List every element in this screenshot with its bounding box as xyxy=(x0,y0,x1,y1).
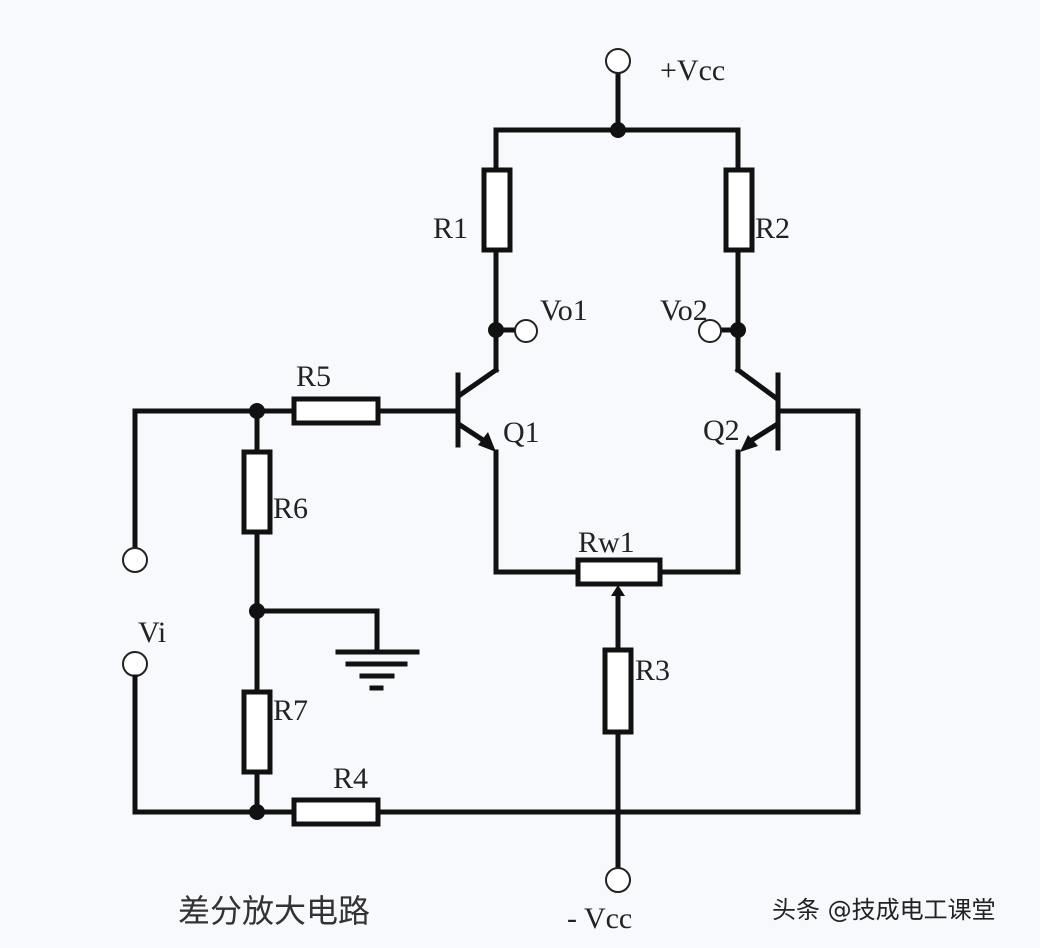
r6-label: R6 xyxy=(273,492,308,525)
vo2-label: Vo2 xyxy=(660,294,708,327)
watermark: 头条 @技成电工课堂 xyxy=(772,896,996,924)
resistor-r6 xyxy=(241,403,273,693)
q1-label: Q1 xyxy=(503,416,540,449)
vcc-positive-terminal xyxy=(605,48,631,133)
resistor-r2 xyxy=(723,167,755,348)
vo2-terminal xyxy=(698,319,746,343)
r2-label: R2 xyxy=(755,212,790,245)
resistor-r4 xyxy=(291,797,381,827)
r1-label: R1 xyxy=(433,212,468,245)
transistor-q1 xyxy=(455,342,500,575)
potentiometer-rw1 xyxy=(493,557,741,596)
resistor-r7 xyxy=(241,689,273,820)
q2-label: Q2 xyxy=(703,414,740,447)
resistor-r5 xyxy=(132,396,459,426)
vo1-label: Vo1 xyxy=(540,294,588,327)
vcc-negative-terminal xyxy=(605,867,631,893)
vi-input-terminals xyxy=(122,408,297,815)
rw1-label: Rw1 xyxy=(578,526,635,559)
r5-label: R5 xyxy=(296,360,331,393)
vcc-negative-label: - Vcc xyxy=(567,902,632,935)
r4-label: R4 xyxy=(333,762,368,795)
top-rail-wire xyxy=(493,122,741,171)
diagram-title: 差分放大电路 xyxy=(178,892,370,930)
r7-label: R7 xyxy=(273,694,308,727)
transistor-q2 xyxy=(734,342,781,575)
vcc-positive-label: +Vcc xyxy=(660,54,725,87)
vo1-terminal xyxy=(488,319,538,343)
resistor-r3 xyxy=(602,593,634,871)
vi-label: Vi xyxy=(138,616,166,649)
ground-icon xyxy=(249,603,420,691)
r3-label: R3 xyxy=(635,654,670,687)
resistor-r1 xyxy=(481,167,513,348)
